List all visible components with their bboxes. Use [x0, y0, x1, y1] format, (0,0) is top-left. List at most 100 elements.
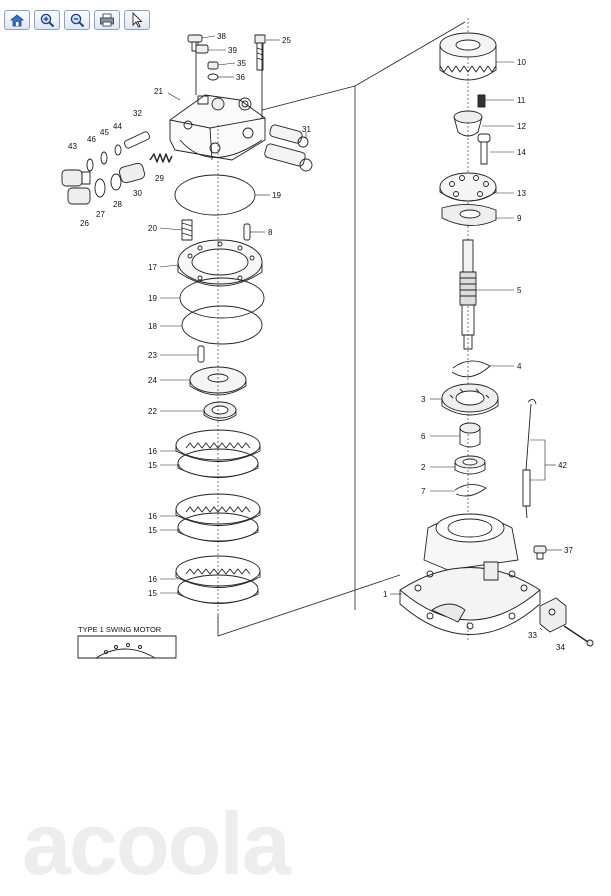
- label-20: 20: [148, 224, 157, 233]
- label-13: 13: [517, 189, 526, 198]
- bushing-12: [453, 110, 483, 137]
- bolt-34: [563, 625, 594, 647]
- ring-46: [86, 158, 94, 172]
- plug-30: [119, 162, 145, 184]
- label-39: 39: [228, 46, 237, 55]
- label-43: 43: [68, 142, 77, 151]
- friction-plates-set-3: [175, 555, 261, 604]
- ring-gear-10: [439, 32, 497, 81]
- label-32: 32: [133, 109, 142, 118]
- inset-box: [77, 635, 177, 659]
- plug-39: [195, 44, 209, 54]
- label-45: 45: [100, 128, 109, 137]
- label-16-c: 16: [148, 575, 157, 584]
- bushing-6: [459, 422, 481, 448]
- label-15-a: 15: [148, 461, 157, 470]
- label-6: 6: [421, 432, 426, 441]
- toolbar: [4, 10, 150, 30]
- label-3: 3: [421, 395, 426, 404]
- zoom-out-button[interactable]: [64, 10, 90, 30]
- oring-36: [207, 73, 219, 81]
- label-25: 25: [282, 36, 291, 45]
- label-15-b: 15: [148, 526, 157, 535]
- label-31: 31: [302, 125, 311, 134]
- level-gauge-42: [522, 399, 537, 519]
- spring-29: [149, 153, 173, 163]
- label-15-c: 15: [148, 589, 157, 598]
- label-7: 7: [421, 487, 426, 496]
- print-button[interactable]: [94, 10, 120, 30]
- plug-11: [477, 94, 486, 108]
- zoom-in-icon: [40, 13, 55, 28]
- label-33: 33: [528, 631, 537, 640]
- label-35: 35: [237, 59, 246, 68]
- label-37: 37: [564, 546, 573, 555]
- label-46: 46: [87, 135, 96, 144]
- label-24: 24: [148, 376, 157, 385]
- label-34: 34: [556, 643, 565, 652]
- oring-28: [110, 173, 122, 191]
- pin-8: [243, 223, 251, 241]
- valve-32: [124, 131, 150, 149]
- label-2: 2: [421, 463, 426, 472]
- home-button[interactable]: [4, 10, 30, 30]
- plug-26: [67, 187, 91, 205]
- label-36: 36: [236, 73, 245, 82]
- label-22: 22: [148, 407, 157, 416]
- label-8: 8: [268, 228, 273, 237]
- drive-shaft-5: [459, 239, 477, 350]
- label-16-b: 16: [148, 512, 157, 521]
- label-14: 14: [517, 148, 526, 157]
- label-21: 21: [154, 87, 163, 96]
- label-29: 29: [155, 174, 164, 183]
- label-11: 11: [517, 96, 526, 105]
- label-1: 1: [383, 590, 388, 599]
- print-icon: [100, 13, 114, 27]
- label-38: 38: [217, 32, 226, 41]
- label-26: 26: [80, 219, 89, 228]
- label-19-lower: 19: [148, 294, 157, 303]
- relief-valve-31: [264, 124, 313, 172]
- oring-27: [94, 178, 106, 198]
- swash-plate-9: [441, 204, 497, 226]
- plug-37: [533, 545, 547, 560]
- casing-1: [399, 513, 541, 635]
- oring-45: [100, 151, 108, 165]
- label-17: 17: [148, 263, 157, 272]
- bolt-25: [254, 34, 266, 71]
- shoe-14: [477, 133, 491, 165]
- spring-20: [181, 219, 193, 241]
- bearing-3: [441, 383, 499, 416]
- cursor-icon: [132, 12, 143, 28]
- watermark-logo: acoola: [22, 794, 291, 893]
- plug-43: [61, 169, 91, 187]
- snap-ring-7: [454, 484, 487, 497]
- label-44: 44: [113, 122, 122, 131]
- zoom-in-button[interactable]: [34, 10, 60, 30]
- label-9: 9: [517, 214, 522, 223]
- brake-piston-17: [177, 239, 263, 287]
- inset-caption: TYPE 1 SWING MOTOR: [78, 625, 162, 634]
- oring-44: [114, 144, 122, 156]
- select-button[interactable]: [124, 10, 150, 30]
- oring-19-upper: [174, 174, 256, 216]
- oring-18: [181, 305, 263, 345]
- plug-35: [207, 61, 219, 70]
- label-16-a: 16: [148, 447, 157, 456]
- home-icon: [9, 14, 25, 27]
- valve-33: [539, 597, 567, 633]
- label-27: 27: [96, 210, 105, 219]
- label-5: 5: [517, 286, 522, 295]
- label-30: 30: [133, 189, 142, 198]
- label-12: 12: [517, 122, 526, 131]
- plug-38: [187, 34, 203, 52]
- spacer-2: [454, 455, 486, 475]
- label-4: 4: [517, 362, 522, 371]
- bearing-22: [203, 401, 237, 421]
- snap-ring-4: [451, 360, 491, 378]
- label-23: 23: [148, 351, 157, 360]
- label-18: 18: [148, 322, 157, 331]
- label-28: 28: [113, 200, 122, 209]
- zoom-out-icon: [70, 13, 85, 28]
